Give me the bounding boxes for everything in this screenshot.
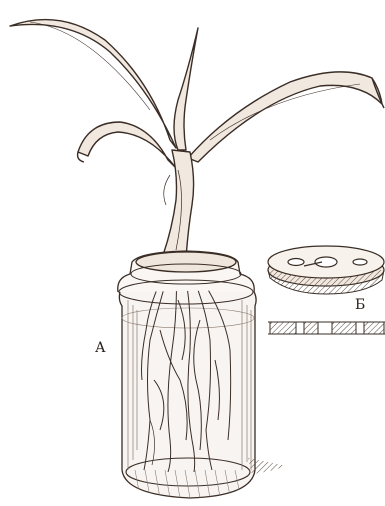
leaf-left-curled — [78, 122, 176, 168]
lid-cross-section — [268, 322, 385, 334]
leaf-left-long — [10, 20, 176, 148]
lid-hole-center — [315, 257, 337, 267]
label-lid: Б — [355, 298, 365, 312]
lid-hole-left — [288, 259, 304, 266]
jar-stopper — [136, 252, 236, 272]
glass-jar — [118, 251, 256, 498]
label-jar: А — [95, 341, 106, 355]
jar-shadow — [248, 458, 286, 474]
plant — [10, 20, 384, 258]
leaf-right-long — [188, 72, 382, 162]
lid-disc-top-view — [268, 246, 384, 294]
lid-hole-right — [353, 259, 367, 265]
leaf-tall-center — [174, 28, 198, 150]
